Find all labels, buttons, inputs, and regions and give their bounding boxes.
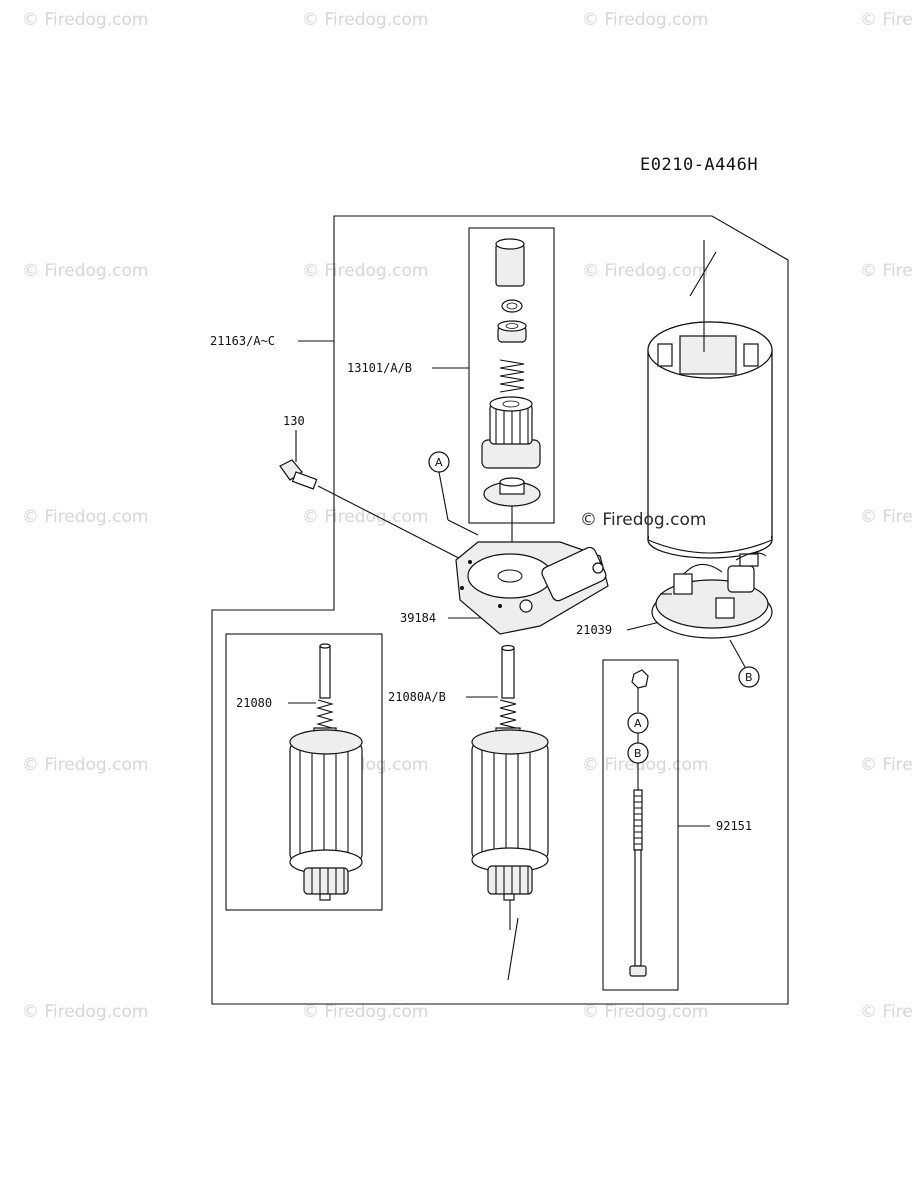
watermark: © Firedog.com: [22, 507, 148, 527]
yoke-housing: [647, 240, 773, 559]
label-21080: 21080: [236, 696, 272, 710]
watermark: © Fire: [860, 507, 913, 527]
diagram-code: E0210-A446H: [640, 155, 758, 175]
svg-text:B: B: [745, 671, 753, 684]
center-watermark: © Firedog.com: [580, 510, 706, 530]
label-92151: 92151: [716, 819, 752, 833]
watermark: © Firedog.com: [22, 1002, 148, 1022]
armature-21080: [289, 643, 363, 901]
watermark: © Firedog.com: [22, 261, 148, 281]
callout-a-lower: A: [627, 712, 649, 734]
label-21080ab: 21080A/B: [388, 690, 446, 704]
callout-b-lower: B: [627, 742, 649, 764]
through-bolt-box: [602, 659, 679, 991]
watermark: © Fire: [860, 261, 913, 281]
label-21163: 21163/A~C: [210, 334, 275, 348]
pinion-bushing: [483, 477, 541, 507]
watermark: © Firedog.com: [302, 1002, 428, 1022]
through-bolt: [629, 669, 649, 977]
watermark: © Firedog.com: [582, 755, 708, 775]
watermark: © Firedog.com: [302, 261, 428, 281]
assembly-outline: [211, 215, 789, 1005]
pinion-gear: [481, 396, 541, 469]
label-130: 130: [283, 414, 305, 428]
svg-text:A: A: [634, 717, 642, 730]
brush-holder: [651, 552, 773, 639]
label-13101: 13101/A/B: [347, 361, 412, 375]
watermark: © Firedog.com: [302, 10, 428, 30]
armature-box: [225, 633, 383, 911]
label-21039: 21039: [576, 623, 612, 637]
pinion-cap: [495, 238, 525, 287]
watermark: © Fire: [860, 1002, 913, 1022]
watermark: © Fire: [860, 10, 913, 30]
bolt-130: [279, 459, 487, 573]
watermark-grid: © Firedog.com © Firedog.com © Firedog.co…: [22, 10, 913, 1022]
watermark: © Firedog.com: [582, 1002, 708, 1022]
watermark: © Firedog.com: [582, 10, 708, 30]
drive-end-bracket: [455, 541, 609, 635]
leader-21039: [626, 621, 661, 631]
pinion-spring: [499, 359, 525, 393]
watermark: © Firedog.com: [22, 755, 148, 775]
watermark: © Firedog.com: [582, 261, 708, 281]
svg-text:B: B: [634, 747, 642, 760]
watermark: © Fire: [860, 755, 913, 775]
stop-collar: [497, 320, 527, 343]
callout-a-upper: A: [428, 451, 479, 536]
callout-b-right: B: [729, 639, 760, 688]
armature-21080ab: [471, 644, 549, 981]
label-39184: 39184: [400, 611, 436, 625]
watermark: © Firedog.com: [22, 10, 148, 30]
svg-text:A: A: [435, 456, 443, 469]
snap-ring: [501, 299, 523, 313]
